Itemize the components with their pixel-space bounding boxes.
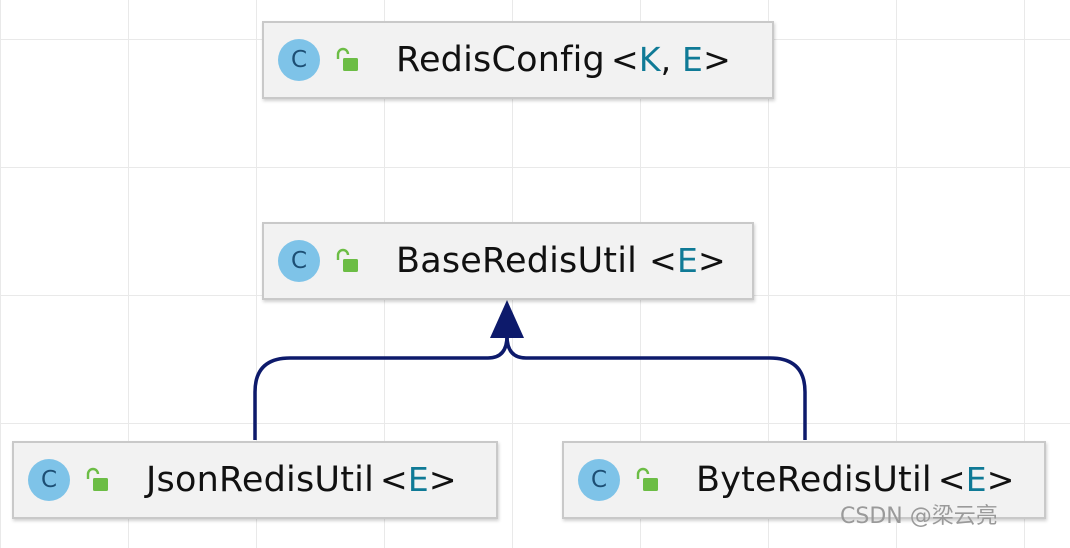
type-params: <E> bbox=[380, 460, 457, 499]
class-node-base-redis-util[interactable]: C BaseRedisUtil <E> bbox=[262, 222, 754, 300]
class-title: RedisConfig bbox=[396, 40, 605, 80]
class-name: JsonRedisUtil<E> bbox=[146, 460, 457, 500]
watermark: CSDN @梁云亮 bbox=[840, 504, 998, 529]
class-node-redis-config[interactable]: C RedisConfig<K, E> bbox=[262, 21, 774, 99]
class-node-json-redis-util[interactable]: C JsonRedisUtil<E> bbox=[12, 441, 498, 519]
lock-open-icon bbox=[86, 467, 108, 491]
lock-open-icon bbox=[636, 467, 658, 491]
type-params: <E> bbox=[649, 241, 726, 280]
class-name: ByteRedisUtil<E> bbox=[696, 460, 1015, 500]
edge-json-to-base bbox=[253, 335, 509, 440]
class-name: RedisConfig<K, E> bbox=[396, 40, 731, 80]
class-title: ByteRedisUtil bbox=[696, 460, 932, 500]
inheritance-arrowhead bbox=[490, 300, 524, 338]
class-icon: C bbox=[28, 459, 70, 501]
class-node-byte-redis-util[interactable]: C ByteRedisUtil<E> bbox=[562, 441, 1046, 519]
lock-open-icon bbox=[336, 47, 358, 71]
class-name: BaseRedisUtil <E> bbox=[396, 241, 726, 281]
edge-byte-to-base bbox=[505, 335, 807, 440]
class-title: BaseRedisUtil bbox=[396, 241, 638, 281]
class-icon: C bbox=[278, 240, 320, 282]
lock-open-icon bbox=[336, 248, 358, 272]
class-icon: C bbox=[278, 39, 320, 81]
type-params: <K, E> bbox=[610, 40, 731, 79]
class-title: JsonRedisUtil bbox=[146, 460, 374, 500]
class-icon: C bbox=[578, 459, 620, 501]
type-params: <E> bbox=[937, 460, 1015, 499]
